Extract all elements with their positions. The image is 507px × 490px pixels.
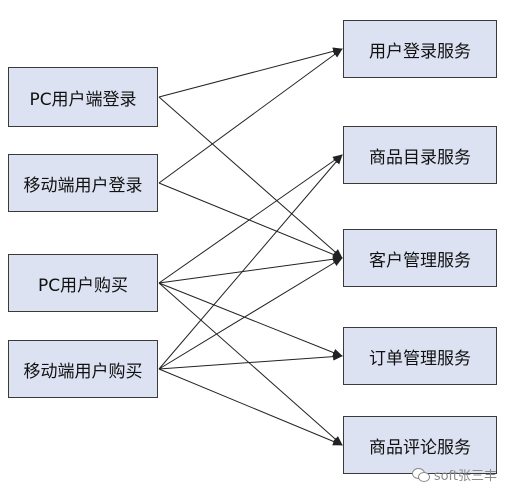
arrow-pc-login-to-customer-management-service bbox=[158, 96, 343, 259]
service-box-product-catalog: 商品目录服务 bbox=[343, 126, 497, 184]
service-label: 客户管理服务 bbox=[369, 250, 471, 271]
arrow-pc-purchase-to-customer-management-service bbox=[158, 255, 343, 284]
arrow-mobile-login-to-user-login-service bbox=[158, 48, 343, 184]
client-box-mobile-purchase: 移动端用户购买 bbox=[8, 340, 158, 398]
arrow-pc-purchase-to-product-catalog-service bbox=[158, 154, 343, 284]
client-label: 移动端用户登录 bbox=[23, 175, 143, 196]
service-box-customer-management: 客户管理服务 bbox=[343, 229, 497, 287]
service-label: 商品目录服务 bbox=[369, 147, 471, 168]
arrow-pc-purchase-to-order-management-service bbox=[158, 282, 343, 357]
arrow-mobile-purchase-to-product-review-service bbox=[158, 368, 343, 446]
client-box-pc-purchase: PC用户购买 bbox=[8, 254, 158, 312]
service-label: 商品评论服务 bbox=[369, 437, 471, 458]
client-label: PC用户购买 bbox=[37, 275, 129, 296]
watermark: soft张三丰 bbox=[411, 465, 497, 484]
service-label: 用户登录服务 bbox=[369, 41, 471, 62]
client-box-mobile-login: 移动端用户登录 bbox=[8, 154, 158, 212]
service-box-product-review: 商品评论服务 bbox=[343, 416, 497, 474]
service-box-order-management: 订单管理服务 bbox=[343, 327, 497, 385]
arrow-mobile-login-to-customer-management-service bbox=[158, 182, 343, 259]
arrow-mobile-purchase-to-order-management-service bbox=[158, 352, 343, 370]
arrow-mobile-purchase-to-product-catalog-service bbox=[158, 154, 343, 370]
client-label: PC用户端登录 bbox=[29, 89, 137, 110]
arrow-pc-purchase-to-product-review-service bbox=[158, 282, 343, 446]
watermark-text: soft张三丰 bbox=[433, 469, 497, 484]
wechat-icon bbox=[411, 467, 430, 482]
service-label: 订单管理服务 bbox=[369, 348, 471, 369]
service-box-user-login: 用户登录服务 bbox=[343, 20, 497, 78]
client-box-pc-login: PC用户端登录 bbox=[8, 67, 158, 127]
client-label: 移动端用户购买 bbox=[23, 361, 143, 382]
arrow-pc-login-to-user-login-service bbox=[158, 47, 343, 98]
arrow-mobile-purchase-to-customer-management-service bbox=[158, 257, 343, 370]
